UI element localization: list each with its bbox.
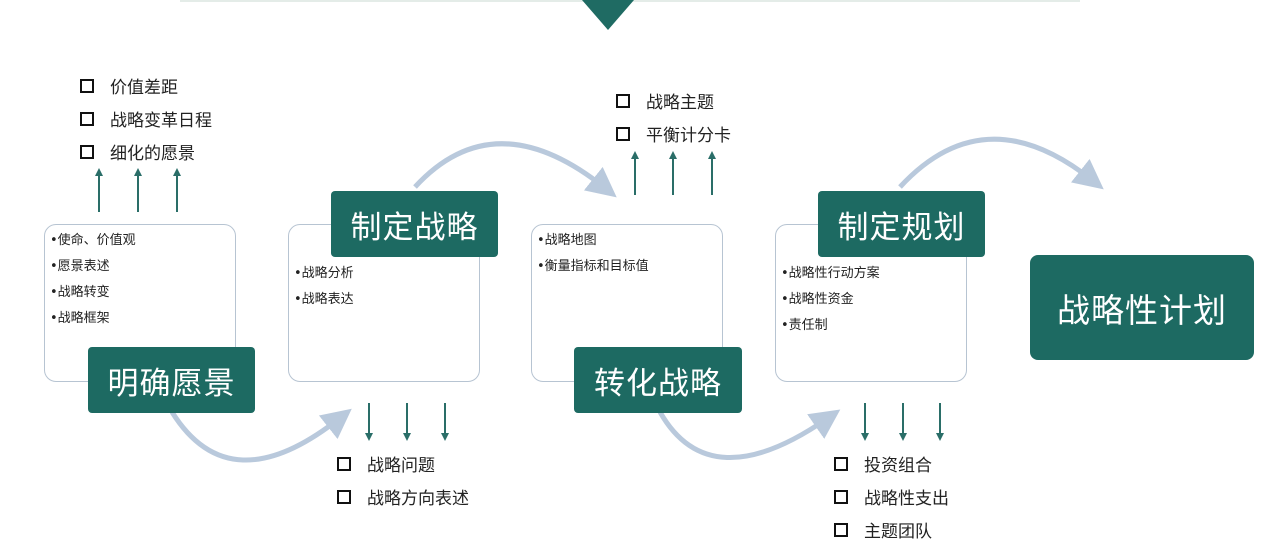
bullet-item: •愿景表述	[50, 259, 110, 274]
checkbox-icon	[80, 111, 94, 126]
output-list-strategy: 战略问题 战略方向表述	[337, 447, 469, 513]
stage-bullets-strategy: •战略分析 •战略表达	[294, 261, 354, 313]
stage-bullets-vision: •使命、价值观 •愿景表述 •战略转变 •战略框架	[50, 228, 136, 332]
list-item: 主题团队	[834, 513, 949, 546]
output-list-translate: 战略主题 平衡计分卡	[616, 84, 731, 150]
list-item: 战略变革日程	[80, 102, 212, 135]
checkbox-icon	[616, 93, 630, 108]
list-item: 战略问题	[337, 447, 469, 480]
curve-arrow-3	[657, 409, 841, 461]
final-stage-title: 战略性计划	[1030, 255, 1254, 360]
checkbox-icon	[834, 489, 848, 504]
list-item: 战略方向表述	[337, 480, 469, 513]
bullet-item: •战略转变	[50, 285, 110, 300]
list-item: 价值差距	[80, 69, 212, 102]
output-list-plan: 投资组合 战略性支出 主题团队	[834, 447, 949, 546]
bullet-item: •战略表达	[294, 292, 354, 307]
output-list-vision: 价值差距 战略变革日程 细化的愿景	[80, 69, 212, 168]
curve-arrow-4	[898, 136, 1104, 190]
checkbox-icon	[834, 456, 848, 471]
stage-title-strategy: 制定战略	[331, 191, 498, 257]
bullet-item: •战略地图	[537, 233, 597, 248]
up-arrows-translate	[631, 151, 716, 195]
curve-arrow-1	[169, 408, 352, 463]
list-item: 细化的愿景	[80, 135, 212, 168]
bullet-item: •战略性资金	[781, 292, 854, 307]
checkbox-icon	[834, 522, 848, 537]
stage-title-translate: 转化战略	[574, 347, 742, 413]
bullet-item: •战略分析	[294, 266, 354, 281]
checkbox-icon	[337, 489, 351, 504]
bullet-item: •战略性行动方案	[781, 266, 880, 281]
checkbox-icon	[80, 78, 94, 93]
top-triangle-marker	[582, 0, 634, 30]
list-item: 战略主题	[616, 84, 731, 117]
stage-bullets-plan: •战略性行动方案 •战略性资金 •责任制	[781, 261, 880, 339]
up-arrows-vision	[95, 168, 181, 212]
down-arrows-plan	[861, 403, 944, 441]
checkbox-icon	[616, 126, 630, 141]
list-item: 投资组合	[834, 447, 949, 480]
list-item: 平衡计分卡	[616, 117, 731, 150]
curve-arrow-2	[413, 141, 617, 198]
stage-title-vision: 明确愿景	[88, 347, 255, 413]
bullet-item: •衡量指标和目标值	[537, 259, 649, 274]
bullet-item: •使命、价值观	[50, 233, 136, 248]
checkbox-icon	[80, 144, 94, 159]
bullet-item: •战略框架	[50, 311, 110, 326]
list-item: 战略性支出	[834, 480, 949, 513]
down-arrows-strategy	[365, 403, 449, 441]
checkbox-icon	[337, 456, 351, 471]
stage-bullets-translate: •战略地图 •衡量指标和目标值	[537, 228, 649, 280]
bullet-item: •责任制	[781, 318, 828, 333]
stage-title-plan: 制定规划	[818, 191, 985, 257]
